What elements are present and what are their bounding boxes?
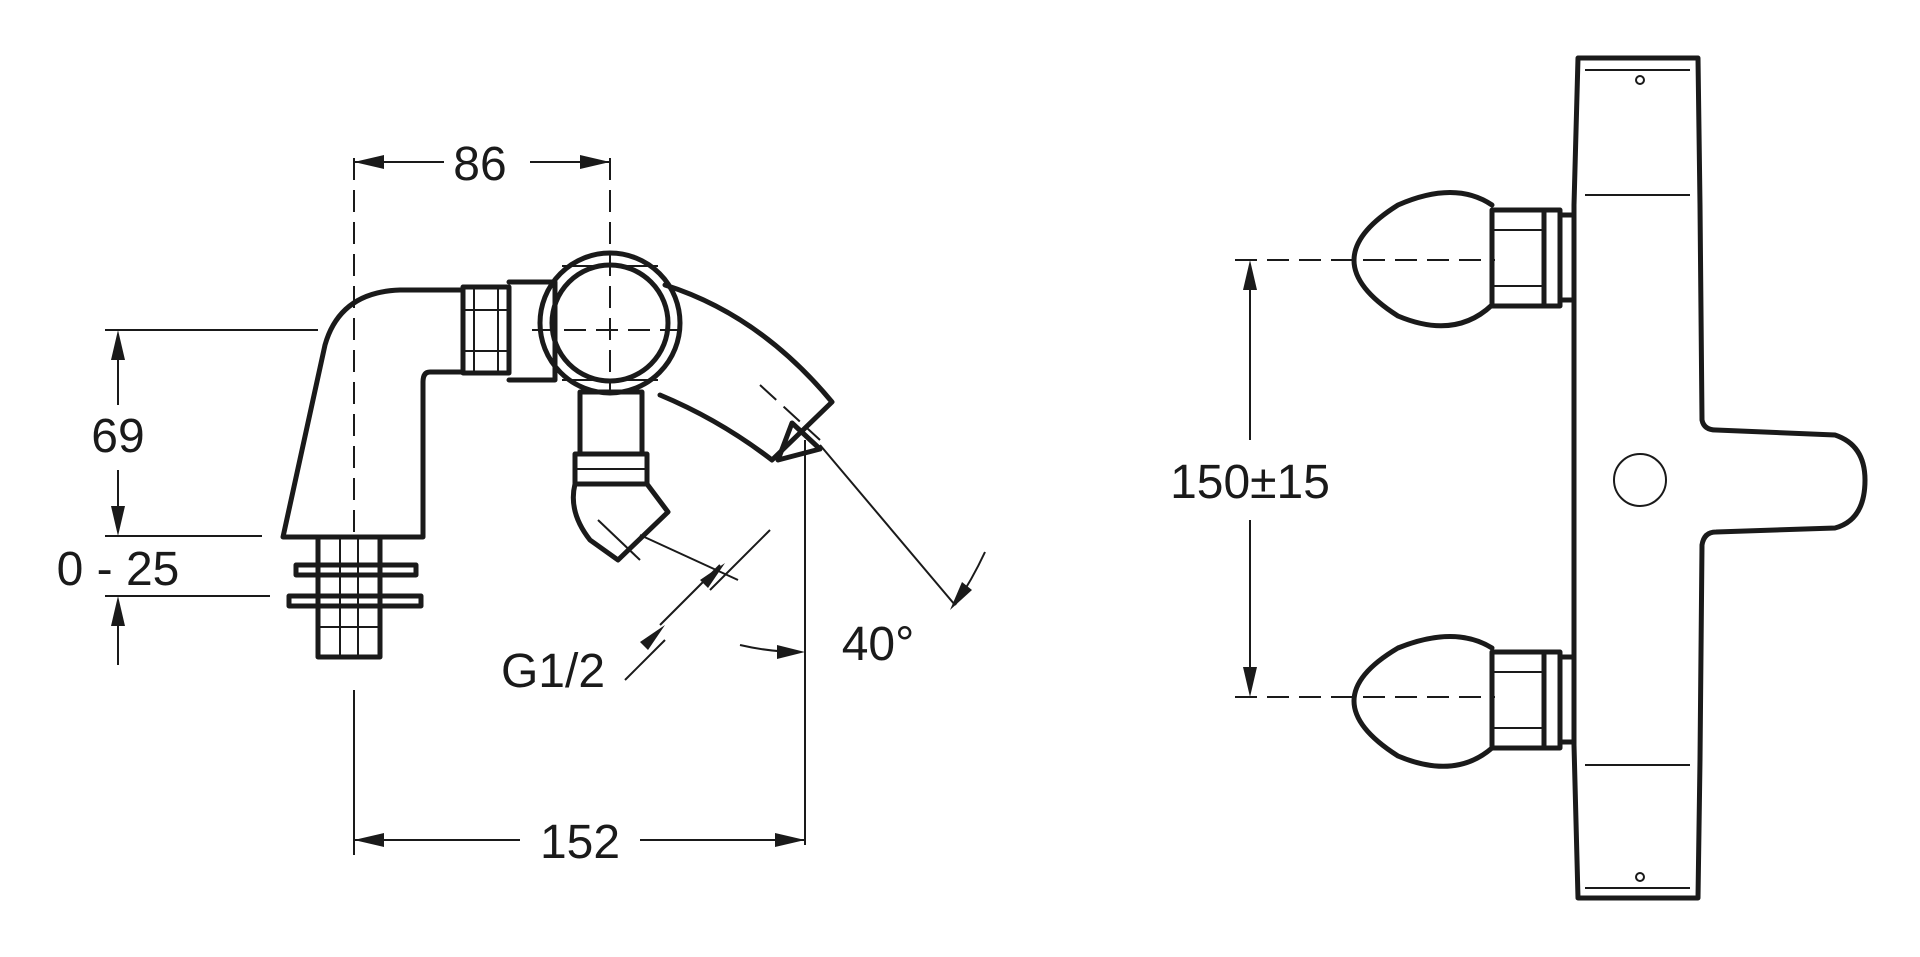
lower-outlet xyxy=(570,389,671,563)
lower-inlet-knob xyxy=(1351,634,1495,769)
front-view: 150±15 xyxy=(1170,55,1868,901)
side-view: 86 69 0 - 25 G1/2 40° xyxy=(57,138,986,869)
lower-inlet-nut xyxy=(1489,649,1577,751)
mixer-body xyxy=(1571,55,1868,901)
dimension-86-label: 86 xyxy=(453,138,506,191)
dimension-40-label: 40° xyxy=(842,618,915,671)
upper-inlet-nut xyxy=(1489,207,1577,309)
faucet-body xyxy=(280,287,466,540)
dimension-g12-label: G1/2 xyxy=(501,645,605,698)
dimension-150-label: 150±15 xyxy=(1170,456,1330,509)
upper-inlet-knob xyxy=(1351,190,1495,329)
dimension-152-label: 152 xyxy=(540,816,620,869)
center-cap xyxy=(1613,453,1667,507)
outlet-nozzle xyxy=(775,420,823,463)
dimension-0-25-label: 0 - 25 xyxy=(57,543,180,596)
outlet-arm xyxy=(657,282,835,463)
body-hex-nut xyxy=(460,284,512,376)
mounting-washers xyxy=(286,534,424,660)
dimension-69-label: 69 xyxy=(91,410,144,463)
